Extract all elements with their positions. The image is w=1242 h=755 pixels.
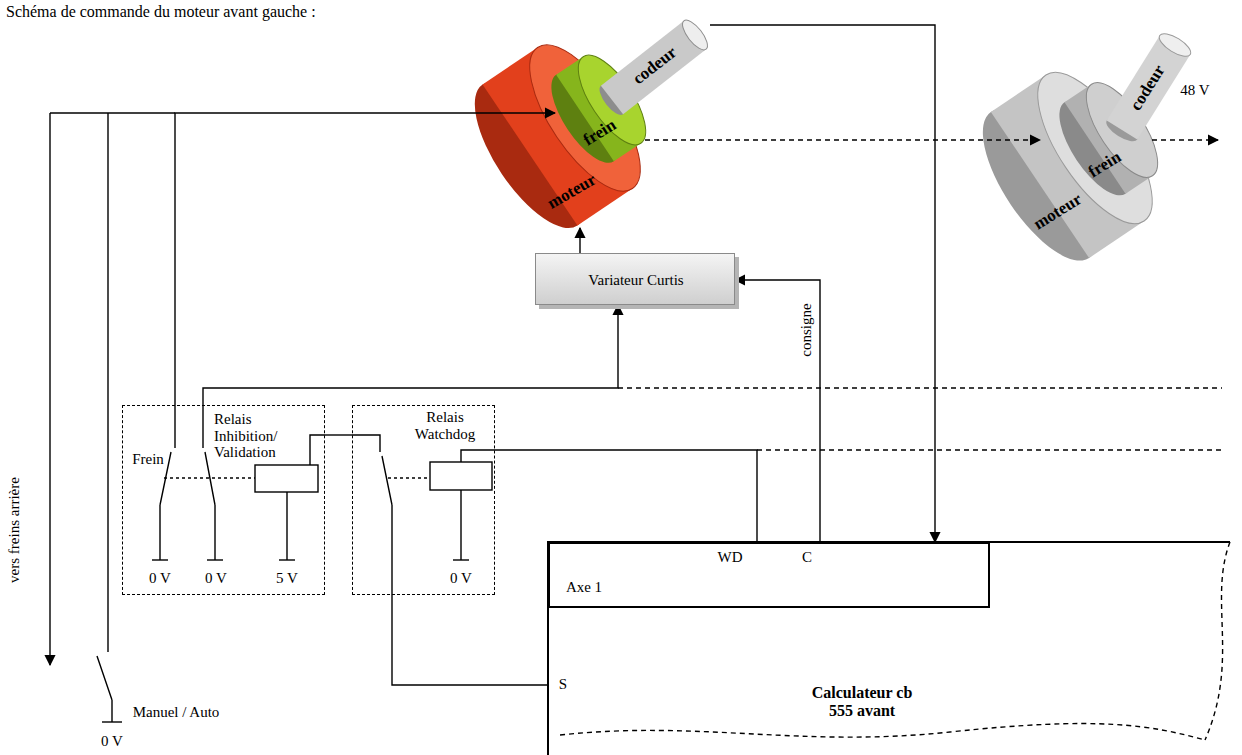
ground-symbol — [102, 721, 122, 722]
wire-connector — [710, 25, 935, 542]
brake-contact — [160, 405, 175, 560]
wire-connector — [495, 450, 757, 542]
node-label: Relais Watchdog — [403, 409, 487, 442]
voltage-label: 0 V — [101, 733, 123, 750]
encoder-cylinder — [1156, 29, 1194, 60]
axis-box: Axe 1 — [548, 542, 990, 608]
computer-outline — [548, 542, 1230, 755]
wire-connector — [645, 139, 1040, 140]
node-label: frein — [580, 116, 619, 150]
ground-symbol — [279, 559, 295, 560]
voltage-label: 48 V — [1180, 82, 1209, 99]
voltage-label: 0 V — [205, 570, 227, 587]
coil-wire — [461, 450, 495, 560]
node-label: Calculateur cb 555 avant — [807, 684, 917, 719]
wire-connector — [325, 434, 352, 435]
voltage-label: 0 V — [450, 570, 472, 587]
relay-link — [164, 477, 255, 478]
node-label: Frein — [132, 451, 164, 468]
computer-outline — [560, 724, 1205, 740]
wire-connector — [203, 305, 618, 405]
coil-wire — [287, 435, 325, 560]
bus-line — [757, 449, 1222, 450]
wire-connector — [175, 113, 555, 405]
drive-box: Variateur Curtis — [535, 253, 735, 305]
voltage-label: 5 V — [276, 570, 298, 587]
ground-symbol — [207, 559, 223, 560]
inhibition-contact — [203, 405, 215, 560]
voltage-label: 0 V — [149, 570, 171, 587]
node-label: Variateur Curtis — [588, 272, 683, 289]
motor-body: moteur — [470, 30, 645, 228]
signal-label: consigne — [798, 301, 815, 358]
watchdog-contact — [352, 435, 392, 595]
node-label: frein — [1085, 148, 1124, 182]
node-label: codeur — [630, 43, 681, 89]
node-label: moteur — [1031, 190, 1086, 234]
pin-name: WD — [718, 549, 743, 566]
ground-symbol — [152, 559, 168, 560]
motor-cylinder — [1017, 55, 1174, 240]
manual-switch — [97, 113, 112, 722]
node-label: Axe 1 — [566, 579, 602, 596]
relay-link — [388, 477, 430, 478]
ground-symbol — [453, 559, 469, 560]
brake-body: frein — [555, 50, 645, 150]
wire-connector — [735, 280, 820, 542]
relay-box: Relais Watchdog — [352, 405, 495, 595]
wire-note: vers freins arrière — [6, 477, 23, 583]
relay-coil — [430, 462, 492, 490]
pin-name: C — [802, 549, 812, 566]
bus-line — [618, 387, 1222, 388]
computer-region: Calculateur cb 555 avant Axe 1 — [548, 542, 1230, 742]
node-label: moteur — [544, 171, 599, 214]
wire-connector — [392, 595, 548, 685]
node-heading: Relais Inhibition/ Validation — [214, 411, 296, 461]
diagram-title: Schéma de commande du moteur avant gauch… — [6, 3, 316, 21]
supply-wire — [1152, 139, 1218, 140]
relay-coil — [255, 465, 318, 492]
wire-connector — [579, 228, 580, 253]
encoder-body: codeur — [600, 10, 710, 115]
encoder-cylinder — [678, 16, 712, 53]
pin-name: S — [559, 676, 567, 693]
brake-bus-wire — [50, 112, 175, 113]
relay-box: Frein Relais Inhibition/ Validation — [122, 405, 325, 595]
motor-illustration — [454, 16, 1194, 277]
node-label: codeur — [1127, 62, 1169, 114]
switch-label: Manuel / Auto — [133, 704, 220, 721]
computer-outline — [1205, 542, 1230, 740]
rear-brake-wire — [49, 113, 50, 665]
